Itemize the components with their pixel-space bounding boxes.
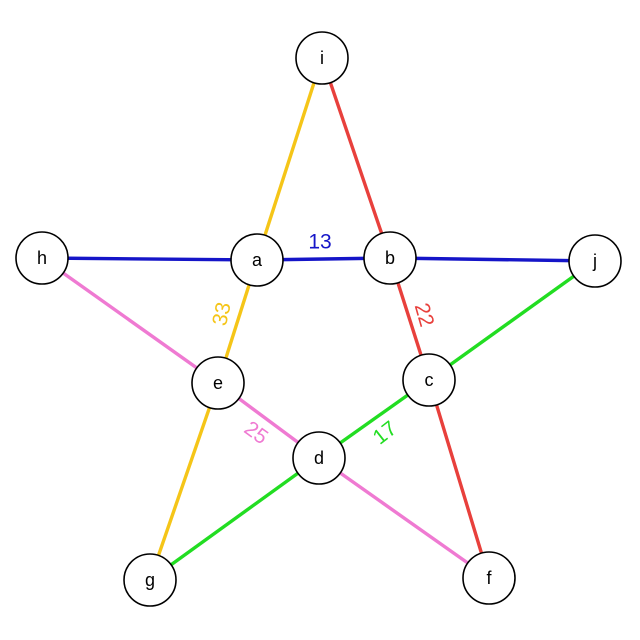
node-b: b (363, 231, 417, 285)
node-h: h (15, 231, 69, 285)
node-circle-a (230, 233, 284, 287)
node-label-g: g (145, 570, 155, 590)
edge-c-f (427, 379, 491, 579)
edge-h-e (41, 256, 219, 385)
node-label-f: f (486, 568, 492, 588)
node-label-j: j (592, 251, 597, 271)
node-circle-f (462, 551, 516, 605)
node-circle-b (363, 231, 417, 285)
node-circle-d (292, 431, 346, 485)
node-circle-h (15, 231, 69, 285)
node-f: f (462, 551, 516, 605)
edges-layer (41, 57, 596, 582)
node-e: e (191, 356, 245, 410)
edge-d-f (318, 456, 490, 580)
nodes-layer: i h a b j e c d g f (15, 31, 622, 607)
node-d: d (292, 431, 346, 485)
node-circle-g (123, 553, 177, 607)
node-j: j (568, 234, 622, 288)
edge-weight-c-d: 17 (369, 417, 402, 450)
edge-e-g (148, 382, 220, 581)
node-circle-c (402, 353, 456, 407)
edge-h-a (41, 256, 258, 262)
edge-i-b (320, 57, 392, 259)
edge-d-g (149, 456, 320, 582)
edge-b-j (389, 256, 596, 263)
node-label-h: h (37, 248, 47, 268)
node-label-a: a (252, 250, 263, 270)
node-c: c (402, 353, 456, 407)
edge-weight-a-b: 13 (308, 231, 331, 254)
edge-weight-a-e: 33 (208, 300, 235, 328)
edge-weight-b-c: 22 (410, 301, 439, 330)
node-label-c: c (425, 370, 434, 390)
node-circle-j (568, 234, 622, 288)
node-a: a (230, 233, 284, 287)
node-i: i (295, 31, 349, 85)
node-label-d: d (314, 448, 324, 468)
node-label-b: b (385, 248, 395, 268)
edge-i-a (255, 57, 324, 261)
node-g: g (123, 553, 177, 607)
edge-j-c (428, 259, 596, 382)
node-circle-e (191, 356, 245, 410)
node-label-i: i (320, 48, 324, 68)
node-circle-i (295, 31, 349, 85)
node-label-e: e (213, 373, 223, 393)
